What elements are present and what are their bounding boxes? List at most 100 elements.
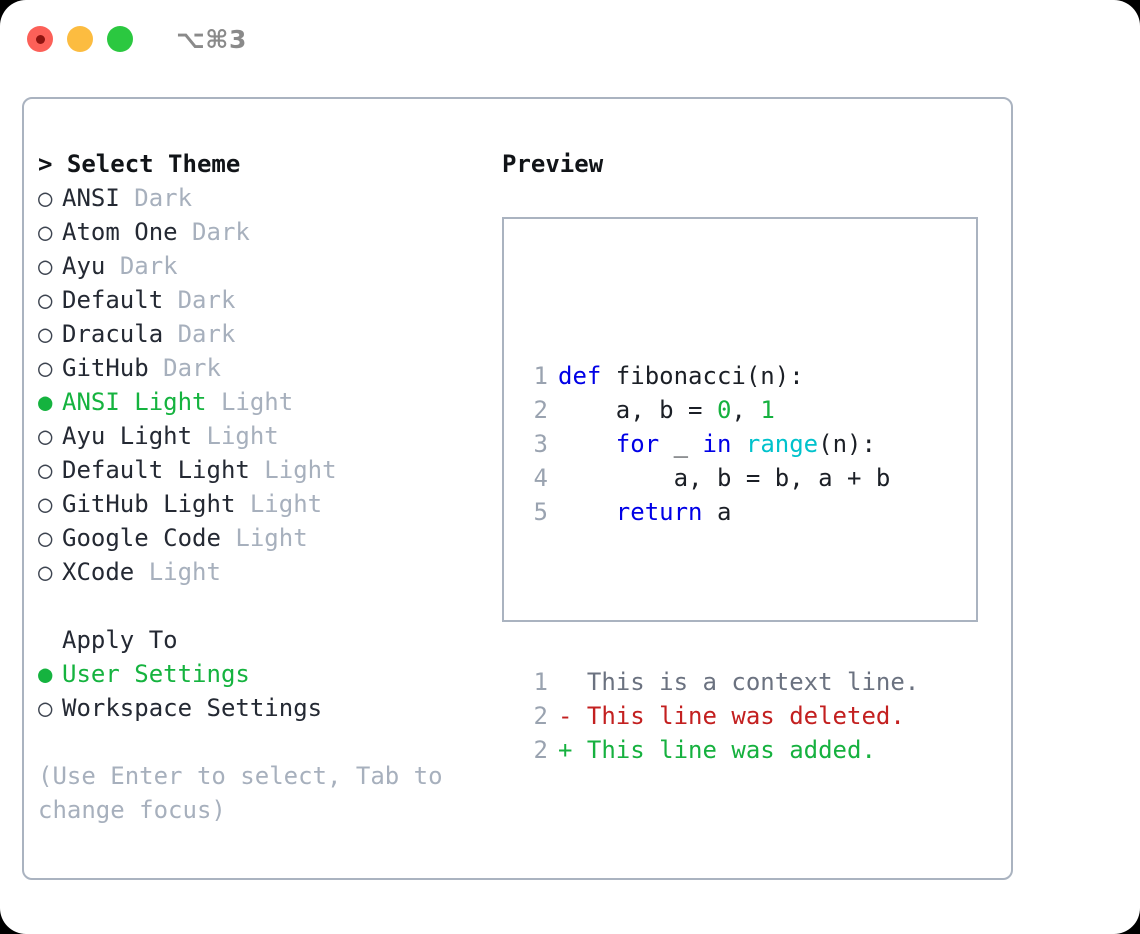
radio-unselected-icon[interactable]: ○	[38, 558, 53, 586]
panel-body: > Select Theme ○ANSI Dark○Atom One Dark○…	[24, 99, 1011, 878]
window-titlebar: ⌥⌘3	[0, 0, 1140, 78]
radio-unselected-icon[interactable]: ○	[38, 524, 53, 552]
theme-spacer	[134, 555, 148, 589]
radio-selected-icon[interactable]: ●	[38, 660, 53, 688]
code-token-pl: fibonacci(n):	[601, 362, 804, 390]
main-panel: > Select Theme ○ANSI Dark○Atom One Dark○…	[22, 97, 1013, 880]
code-token-num: 0	[716, 396, 732, 424]
diff-sample: 1 This is a context line.2- This line wa…	[504, 563, 976, 767]
theme-kind-label: Light	[206, 422, 279, 450]
theme-list-item[interactable]: ○Ayu Light Light	[38, 419, 488, 453]
apply-to-options: ●User Settings○Workspace Settings	[38, 657, 488, 725]
theme-name: Default Light	[62, 456, 250, 484]
preview-title: Preview	[502, 150, 604, 178]
theme-spacer	[120, 181, 134, 215]
theme-spacer	[235, 487, 249, 521]
code-token-pl	[558, 430, 616, 458]
theme-spacer	[163, 283, 177, 317]
theme-list-item[interactable]: ○Default Light Light	[38, 453, 488, 487]
diff-marker: +	[558, 736, 587, 764]
code-line-number: 1	[533, 362, 548, 390]
theme-kind-label: Dark	[177, 320, 236, 348]
theme-list-item[interactable]: ○ GitHub Light Light	[38, 487, 488, 521]
theme-list-item[interactable]: ○ Ayu Dark	[38, 249, 488, 283]
apply-to-section: Apply To ●User Settings○Workspace Settin…	[38, 623, 488, 725]
code-line-text: for _ in range(n):	[558, 427, 876, 461]
code-token-kw: in	[702, 430, 732, 458]
theme-kind-label: Dark	[119, 252, 178, 280]
theme-name: Default	[62, 286, 164, 314]
radio-unselected-icon[interactable]: ○	[38, 320, 53, 348]
apply-to-option[interactable]: ○Workspace Settings	[38, 691, 488, 725]
radio-unselected-icon[interactable]: ○	[38, 422, 53, 450]
theme-name: Ayu	[62, 252, 106, 280]
diff-line: 2- This line was deleted.	[504, 699, 976, 733]
theme-spacer	[163, 317, 177, 351]
keyboard-shortcut-label: ⌥⌘3	[176, 24, 247, 54]
maximize-window-button[interactable]	[107, 26, 133, 52]
theme-list-item[interactable]: ○Atom One Dark	[38, 215, 488, 249]
diff-line-text: This line was deleted.	[586, 702, 905, 730]
code-line-text: def fibonacci(n):	[558, 359, 804, 393]
theme-kind-label: Light	[249, 490, 323, 518]
traffic-lights	[27, 26, 133, 52]
theme-list-item[interactable]: ○XCode Light	[38, 555, 488, 589]
code-line: 2 a, b = 0, 1	[504, 393, 976, 427]
diff-line-text: This line was added.	[586, 736, 876, 764]
theme-kind-label: Light	[235, 524, 308, 552]
code-token-pl: a	[702, 498, 732, 526]
diff-line: 2 + This line was added.	[504, 733, 976, 767]
theme-kind-label: Dark	[163, 354, 221, 382]
theme-list-item[interactable]: ○ANSI Dark	[38, 181, 488, 215]
diff-marker: -	[558, 702, 587, 730]
code-token-pl: _	[659, 430, 703, 458]
theme-list-item[interactable]: ○ Default Dark	[38, 283, 488, 317]
minimize-window-button[interactable]	[67, 26, 93, 52]
radio-unselected-icon[interactable]: ○	[38, 252, 53, 280]
code-line-text: return a	[558, 495, 732, 529]
radio-unselected-icon[interactable]: ○	[38, 218, 53, 246]
theme-name: GitHub Light	[62, 490, 236, 518]
diff-line-number: 2	[533, 736, 548, 764]
radio-unselected-icon[interactable]: ○	[38, 184, 53, 212]
keyboard-hint-text: (Use Enter to select, Tab to change focu…	[38, 762, 443, 824]
theme-kind-label: Dark	[177, 286, 236, 314]
radio-selected-icon[interactable]: ●	[38, 388, 53, 416]
radio-unselected-icon[interactable]: ○	[38, 286, 53, 314]
theme-name: ANSI Light	[62, 388, 207, 416]
code-token-fn: range	[745, 430, 819, 458]
code-line-text: a, b = b, a + b	[558, 461, 891, 495]
theme-name: XCode	[62, 558, 135, 586]
theme-name: Google Code	[62, 524, 221, 552]
code-line: 4 a, b = b, a + b	[504, 461, 976, 495]
theme-kind-label: Light	[220, 388, 294, 416]
apply-to-option[interactable]: ●User Settings	[38, 657, 488, 691]
theme-spacer	[207, 385, 221, 419]
theme-kind-label: Dark	[192, 218, 250, 246]
theme-list: ○ANSI Dark○Atom One Dark○Ayu Dark○Defaul…	[38, 181, 488, 589]
code-token-pl	[731, 430, 745, 458]
close-window-button[interactable]	[27, 26, 53, 52]
radio-unselected-icon[interactable]: ○	[38, 354, 53, 382]
code-line-number: 5	[533, 498, 548, 526]
theme-spacer	[149, 351, 163, 385]
theme-list-item[interactable]: ○ Google Code Light	[38, 521, 488, 555]
theme-list-item[interactable]: ● ANSI Light Light	[38, 385, 488, 419]
theme-list-item[interactable]: ○GitHub Dark	[38, 351, 488, 385]
code-token-kw: def	[558, 362, 602, 390]
code-line-number: 4	[533, 464, 548, 492]
code-line-number: 3	[533, 430, 548, 458]
diff-line: 1 This is a context line.	[504, 665, 976, 699]
diff-line-number: 1	[533, 668, 548, 696]
theme-kind-label: Dark	[134, 184, 193, 212]
code-line: 3 for _ in range(n):	[504, 427, 976, 461]
theme-list-item[interactable]: ○Dracula Dark	[38, 317, 488, 351]
radio-unselected-icon[interactable]: ○	[38, 490, 53, 518]
radio-unselected-icon[interactable]: ○	[38, 456, 53, 484]
radio-unselected-icon[interactable]: ○	[38, 694, 53, 722]
diff-marker	[558, 665, 587, 699]
diff-line-number: 2	[533, 702, 548, 730]
theme-spacer	[178, 215, 192, 249]
